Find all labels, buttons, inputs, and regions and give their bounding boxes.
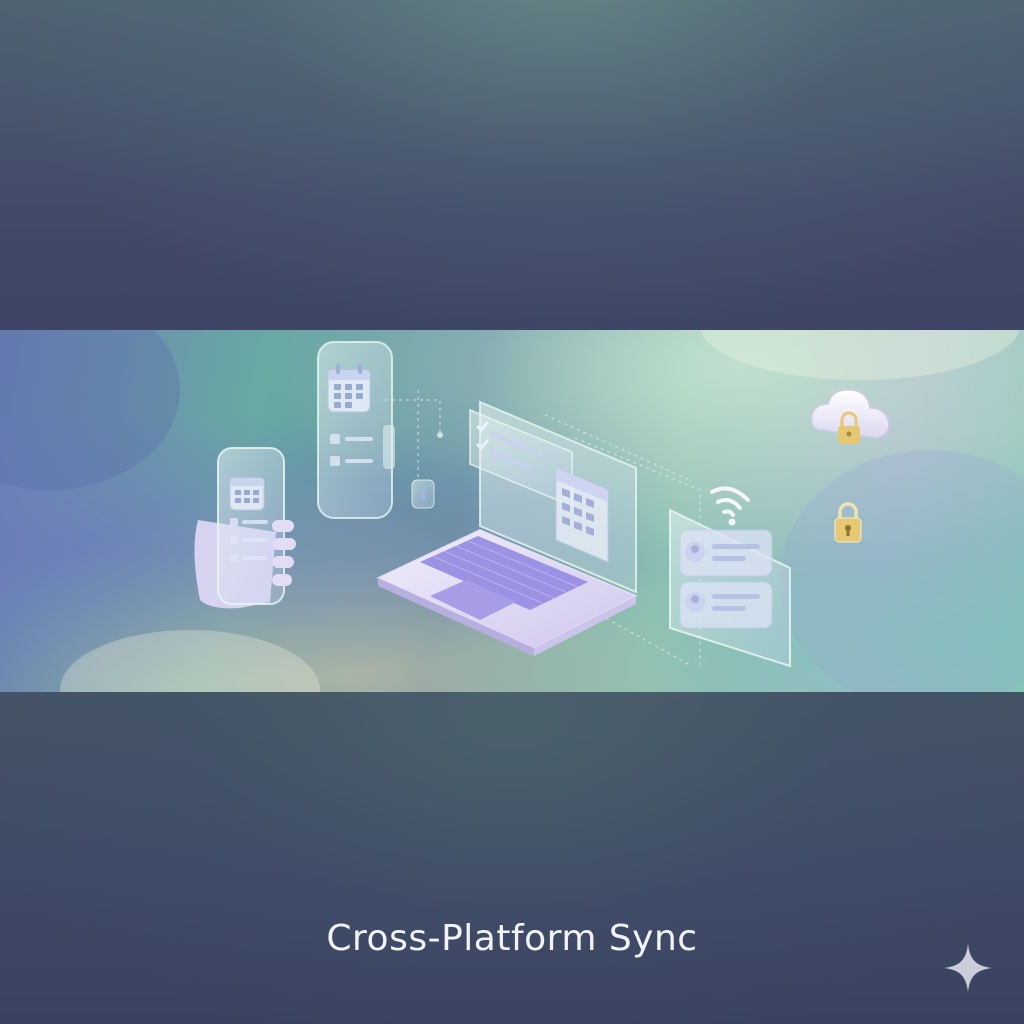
- checklist-icon: [330, 434, 373, 466]
- cloud-lock-icon: [810, 389, 890, 444]
- devices-scene: [194, 341, 890, 668]
- tablet-device: [669, 508, 791, 668]
- background-blob: [780, 450, 1024, 692]
- contact-card-icon: [679, 581, 773, 629]
- phone-device: [317, 341, 395, 519]
- sparkle-icon: [944, 944, 992, 992]
- calendar-icon: [327, 364, 371, 413]
- hand-holding-phone-icon: [194, 447, 296, 609]
- wifi-icon: [710, 486, 750, 517]
- keyboard: [420, 536, 588, 610]
- padlock-icon: [834, 502, 862, 543]
- contact-card-icon: [679, 529, 773, 577]
- illustration-banner: [0, 330, 1024, 692]
- touchpad: [430, 580, 516, 620]
- caption-title: Cross-Platform Sync: [326, 918, 698, 959]
- background-bottom: [0, 692, 1024, 1024]
- calendar-icon: [555, 467, 609, 563]
- drop-icon: [420, 490, 426, 501]
- background-top: [0, 0, 1024, 330]
- laptop-icon: [376, 400, 638, 656]
